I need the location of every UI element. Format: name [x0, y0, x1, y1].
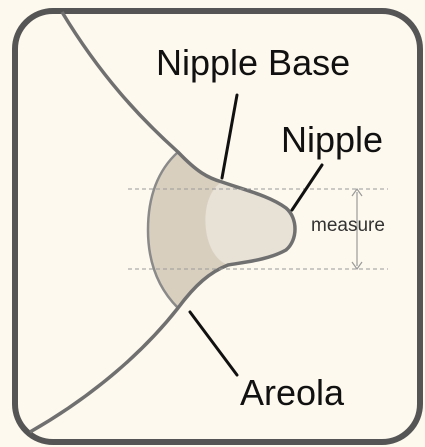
areola-edge — [146, 151, 179, 309]
measure-arrow-head-top — [351, 187, 363, 197]
measure-label: measure — [311, 215, 385, 236]
areola-leader — [188, 310, 239, 377]
nipple-base-label: Nipple Base — [156, 42, 351, 83]
nipple-shape — [205, 182, 295, 265]
nipple-label: Nipple — [281, 119, 384, 160]
nipple-leader — [290, 163, 324, 212]
breast-outline — [29, 11, 297, 434]
areola-label: Areola — [240, 372, 345, 413]
nipple-base-leader — [220, 93, 239, 180]
measure-arrow-head-bottom — [351, 261, 363, 271]
